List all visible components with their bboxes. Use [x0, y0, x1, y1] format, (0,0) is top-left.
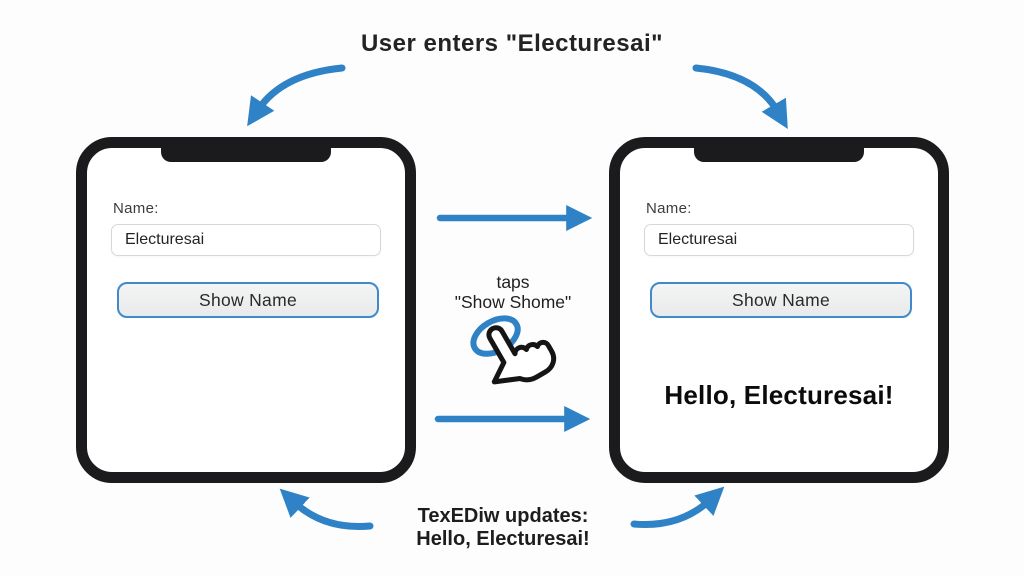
phone-left-frame: Name: Show Name — [69, 137, 423, 483]
tap-annotation: taps "Show Shome" — [413, 272, 613, 312]
tap-annotation-line2: "Show Shome" — [454, 292, 572, 312]
name-label: Name: — [646, 200, 692, 217]
mute-switch — [69, 182, 77, 207]
footer-annotation: TexEDiw updates: Hello, Electuresai! — [358, 505, 648, 551]
power-button — [415, 223, 423, 275]
tap-annotation-line1: taps — [496, 272, 530, 292]
name-input[interactable] — [644, 224, 914, 256]
curved-arrow-up-right-icon — [630, 486, 725, 528]
phone-notch — [161, 147, 331, 162]
show-name-button[interactable]: Show Name — [117, 282, 379, 318]
curved-arrow-down-right-icon — [692, 64, 788, 129]
name-label: Name: — [113, 200, 159, 217]
mute-switch — [602, 182, 610, 207]
power-button — [948, 223, 956, 275]
volume-down-button — [69, 252, 77, 279]
curved-arrow-down-left-icon — [247, 64, 346, 127]
arrow-right-icon — [436, 205, 593, 231]
name-input[interactable] — [111, 224, 381, 256]
tap-gesture-icon — [470, 315, 557, 385]
footer-annotation-line1: TexEDiw updates: — [417, 505, 589, 527]
volume-up-button — [602, 210, 610, 248]
phone-right-frame: Name: Show Name Hello, Electuresai! — [602, 137, 956, 483]
show-name-button[interactable]: Show Name — [650, 282, 912, 318]
volume-up-button — [69, 210, 77, 248]
phone-notch — [694, 147, 864, 162]
footer-annotation-line2: Hello, Electuresai! — [416, 528, 590, 550]
greeting-text: Hello, Electuresai! — [664, 380, 894, 410]
curved-arrow-up-left-icon — [279, 488, 374, 530]
headline-text: User enters "Electuresai" — [360, 30, 664, 57]
arrow-right-icon — [434, 406, 591, 432]
